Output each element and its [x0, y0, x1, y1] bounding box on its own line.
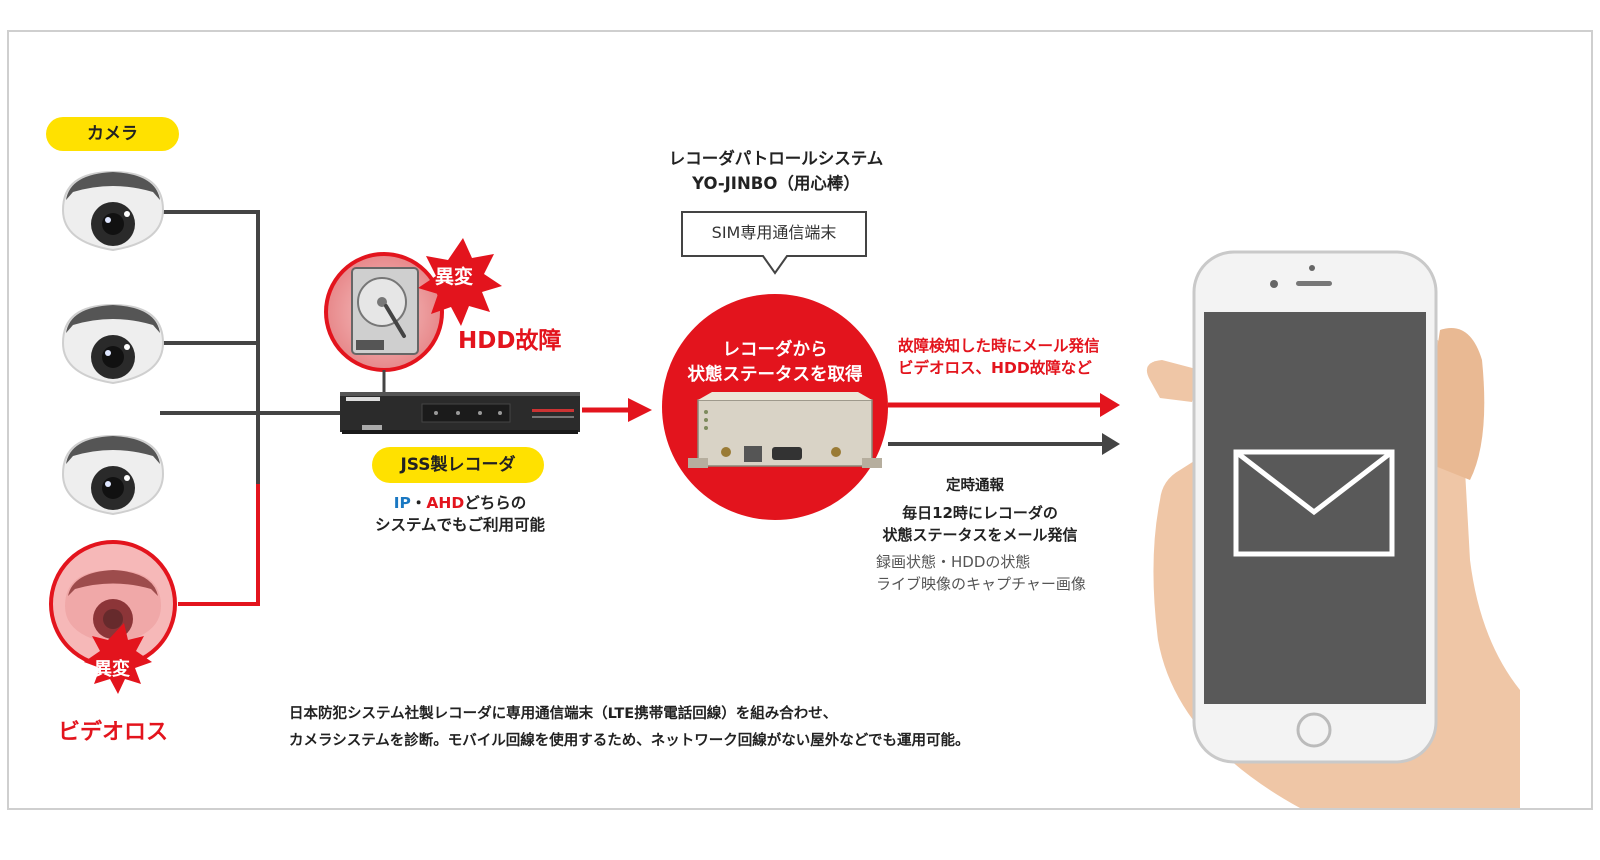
system-title-line1: レコーダパトロールシステム — [668, 149, 884, 168]
recorder-icon — [340, 392, 580, 434]
compat-line1-rest: どちらの — [464, 494, 527, 512]
mail-envelope-icon — [1233, 449, 1395, 557]
arrow-icon — [628, 398, 652, 422]
diagram-frame — [7, 30, 1593, 810]
status-circle-line1: レコーダから — [722, 340, 828, 360]
scheduled-detail1: 録画状態・HDDの状態 — [876, 553, 1031, 571]
hdd-alert-label: 異変 — [435, 266, 474, 288]
description-line1: 日本防犯システム社製レコーダに専用通信端末（LTE携帯電話回線）を組み合わせ、 — [289, 706, 838, 722]
scheduled-report-text: 毎日12時にレコーダの 状態ステータスをメール発信 — [860, 503, 1100, 547]
recorder-label: JSS製レコーダ — [372, 447, 544, 483]
alert-mail-text: 故障検知した時にメール発信 ビデオロス、HDD故障など — [898, 336, 1100, 379]
communication-terminal-icon — [688, 392, 882, 468]
video-loss-camera — [49, 540, 177, 668]
ahd-text: AHD — [426, 494, 465, 512]
scheduled-line2: 状態ステータスをメール発信 — [882, 525, 1078, 544]
smartphone-icon — [1192, 250, 1438, 764]
video-loss-label: ビデオロス — [58, 720, 169, 745]
camera-wiring — [160, 210, 340, 606]
hdd-icon — [324, 252, 444, 372]
scheduled-detail2: ライブ映像のキャプチャー画像 — [876, 574, 1086, 593]
separator-text: ・ — [410, 494, 427, 512]
status-circle-text: レコーダから 状態ステータスを取得 — [662, 338, 888, 387]
hdd-failure-label: HDD故障 — [458, 328, 562, 354]
arrow-icon — [1102, 433, 1120, 455]
camera-label: カメラ — [46, 117, 179, 151]
arrow-icon — [1100, 393, 1120, 417]
compat-line2: システムでもご利用可能 — [374, 516, 546, 535]
alert-mail-line2: ビデオロス、HDD故障など — [898, 358, 1092, 377]
recorder-compat-text: IP・AHDどちらの システムでもご利用可能 — [350, 492, 570, 537]
video-alert-label: 異変 — [94, 659, 130, 680]
sim-callout — [681, 211, 867, 275]
description-line2: カメラシステムを診断。モバイル回線を使用するため、ネットワーク回線がない屋外など… — [289, 732, 970, 749]
description-text: 日本防犯システム社製レコーダに専用通信端末（LTE携帯電話回線）を組み合わせ、 … — [289, 701, 969, 755]
dome-camera-icon — [61, 170, 165, 252]
system-title: レコーダパトロールシステム YO-JINBO（用心棒） — [636, 147, 916, 197]
dome-camera-icon — [61, 434, 165, 516]
scheduled-detail-text: 録画状態・HDDの状態 ライブ映像のキャプチャー画像 — [876, 552, 1086, 596]
burst-icon — [418, 238, 502, 326]
scheduled-report-title: 定時通報 — [946, 478, 1004, 494]
alert-mail-line1: 故障検知した時にメール発信 — [898, 337, 1100, 355]
sim-callout-text: SIM専用通信端末 — [711, 223, 837, 242]
status-circle-line2: 状態ステータスを取得 — [687, 364, 863, 385]
dome-camera-icon — [61, 303, 165, 385]
scheduled-line1: 毎日12時にレコーダの — [902, 504, 1058, 522]
burst-icon — [84, 623, 152, 694]
system-title-line2: YO-JINBO（用心棒） — [692, 173, 860, 193]
ip-text: IP — [393, 494, 411, 512]
